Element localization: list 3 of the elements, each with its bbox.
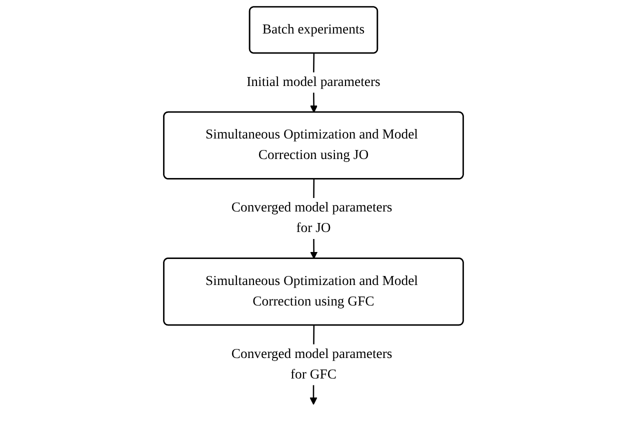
edge-label: Converged model parameters for JO xyxy=(231,200,392,236)
edge-label: Converged model parameters for GFC xyxy=(231,346,392,382)
edge-label: Initial model parameters xyxy=(246,74,380,90)
